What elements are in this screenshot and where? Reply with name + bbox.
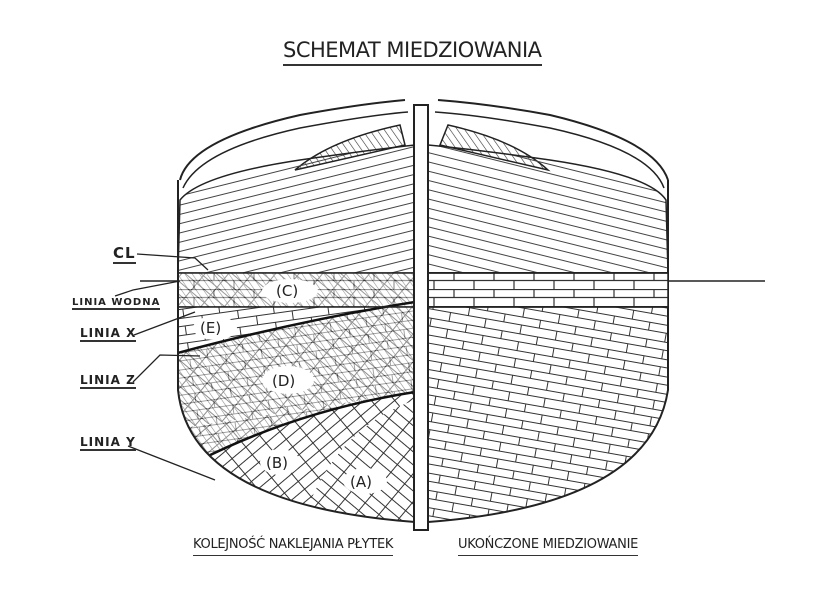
finished-plating xyxy=(427,272,669,524)
upper-rail xyxy=(179,99,669,181)
region-c-label: (C) xyxy=(276,282,298,300)
label-linia-y: LINIA Y xyxy=(80,435,136,451)
region-d-label: (D) xyxy=(272,372,295,390)
caption-right: UKOŃCZONE MIEDZIOWANIE xyxy=(458,537,638,556)
leader-lines xyxy=(114,253,216,481)
region-e xyxy=(178,302,415,355)
label-linia-x: LINIA X xyxy=(80,326,137,342)
label-linia-wodna: LINIA WODNA xyxy=(72,297,161,310)
upper-planking-left xyxy=(177,144,416,274)
label-cl: CL xyxy=(113,244,136,264)
caption-left: KOLEJNOŚĆ NAKLEJANIA PŁYTEK xyxy=(193,537,393,556)
region-a-label: (A) xyxy=(350,473,372,491)
sternpost xyxy=(413,104,429,531)
upper-planking-right xyxy=(427,144,669,274)
page-title: SCHEMAT MIEDZIOWANIA xyxy=(283,38,542,66)
region-b-label: (B) xyxy=(266,454,288,472)
label-linia-z: LINIA Z xyxy=(80,373,136,389)
region-e-label: (E) xyxy=(200,319,221,337)
